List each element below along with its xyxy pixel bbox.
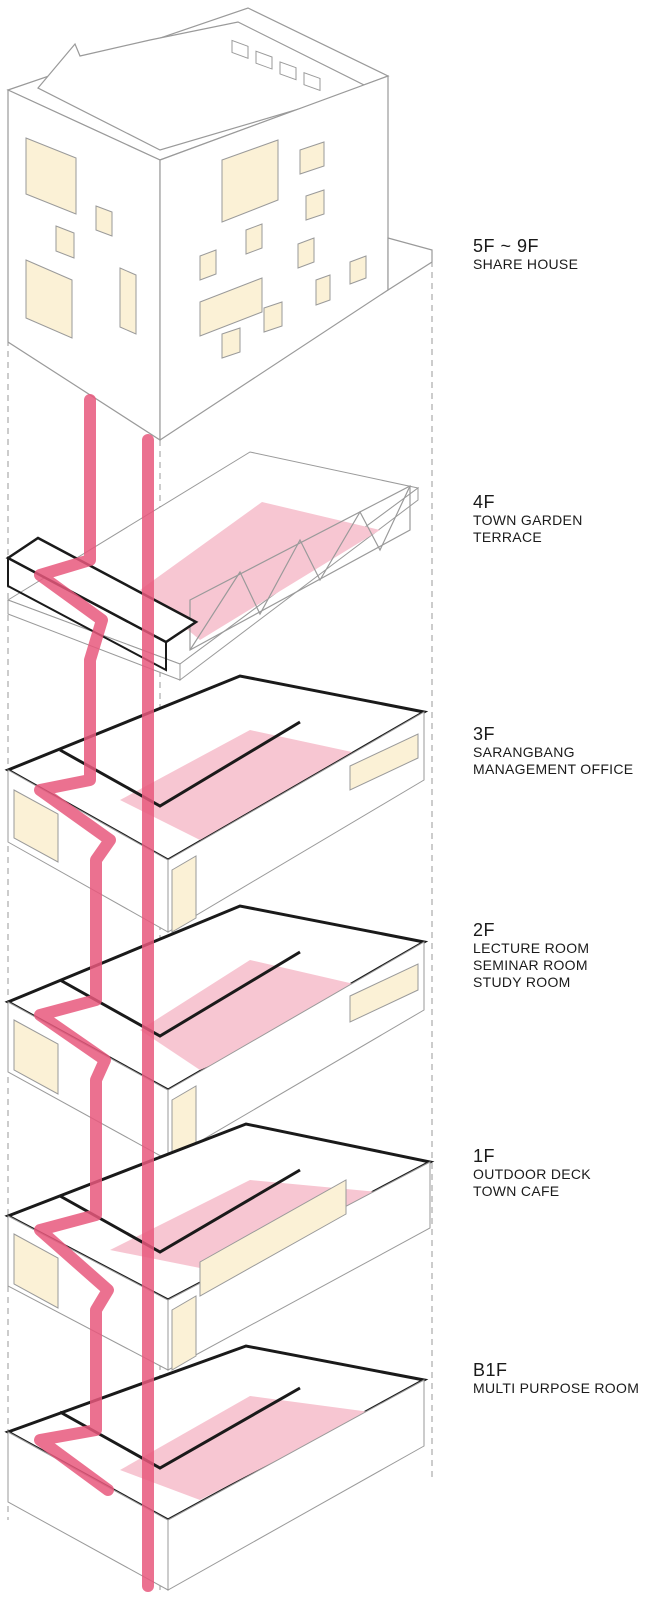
window — [349, 733, 419, 791]
floor-label-4f: 4F TOWN GARDEN TERRACE — [473, 492, 583, 546]
floor-program: TOWN CAFE — [473, 1183, 560, 1199]
window — [13, 1233, 59, 1309]
window — [199, 277, 263, 337]
floor-1f — [4, 1122, 435, 1371]
floor-b1f-pink-area — [120, 1396, 370, 1500]
window — [299, 141, 325, 175]
floor-program: SEMINAR ROOM — [473, 957, 588, 973]
window — [315, 274, 331, 306]
floor-program: TERRACE — [473, 529, 542, 545]
window — [349, 255, 367, 285]
window — [349, 963, 419, 1023]
window — [171, 1295, 197, 1371]
rooftop-unit — [255, 50, 273, 70]
floor-2f — [4, 904, 429, 1161]
window — [119, 267, 137, 335]
window — [199, 249, 217, 281]
floor-label-2f: 2F LECTURE ROOM SEMINAR ROOM STUDY ROOM — [473, 920, 589, 991]
vertical-circulation — [34, 394, 154, 1592]
floor-3f-pink-area — [120, 730, 352, 840]
window — [263, 301, 283, 333]
tower-side-balcony — [387, 237, 433, 292]
floor-2f-pink-area — [140, 960, 380, 1070]
window — [221, 327, 241, 359]
circulation-route-left — [34, 394, 116, 1496]
stair-core-4f-wall — [7, 556, 167, 672]
floor-3f — [4, 674, 429, 933]
tower-windows — [25, 137, 367, 359]
window — [55, 225, 75, 259]
window — [305, 189, 325, 221]
window — [25, 137, 77, 215]
floor-code: B1F — [473, 1360, 508, 1380]
floor-program: MANAGEMENT OFFICE — [473, 761, 634, 777]
floor-code: 3F — [473, 724, 496, 744]
rooftop-unit — [303, 71, 321, 92]
floor-label-b1f: B1F MULTI PURPOSE ROOM — [473, 1360, 639, 1397]
window — [221, 139, 279, 223]
floor-code: 4F — [473, 492, 496, 512]
floor-code: 5F ~ 9F — [473, 236, 540, 256]
window — [25, 259, 73, 339]
floor-label-5f-9f: 5F ~ 9F SHARE HOUSE — [473, 236, 578, 273]
rooftop-unit — [279, 61, 297, 81]
floor-code: 2F — [473, 920, 496, 940]
floor-label-1f: 1F OUTDOOR DECK TOWN CAFE — [473, 1146, 591, 1200]
floor-program: SHARE HOUSE — [473, 256, 579, 272]
terrace-truss — [189, 485, 411, 652]
floor-program: LECTURE ROOM — [473, 940, 590, 956]
window — [95, 205, 113, 237]
floor-label-3f: 3F SARANGBANG MANAGEMENT OFFICE — [473, 724, 633, 778]
truss-diagonals — [189, 485, 411, 651]
rooftop-unit — [231, 39, 249, 59]
floor-program: OUTDOOR DECK — [473, 1166, 591, 1182]
window — [297, 237, 315, 269]
window — [245, 223, 263, 255]
cafe-glazing — [199, 1179, 347, 1297]
floor-b1f-side — [167, 1379, 425, 1591]
window — [171, 855, 197, 933]
floor-program: STUDY ROOM — [473, 974, 571, 990]
floor-code: 1F — [473, 1146, 496, 1166]
floor-program: TOWN GARDEN — [473, 512, 583, 528]
garden-floor — [140, 502, 380, 640]
tower-share-house — [6, 7, 433, 442]
tower-roof-parapet — [37, 21, 372, 151]
rooftop-units — [231, 39, 321, 92]
floor-program: SARANGBANG — [473, 744, 575, 760]
window — [13, 789, 59, 863]
window — [13, 1019, 59, 1095]
floor-program: MULTI PURPOSE ROOM — [473, 1380, 640, 1396]
